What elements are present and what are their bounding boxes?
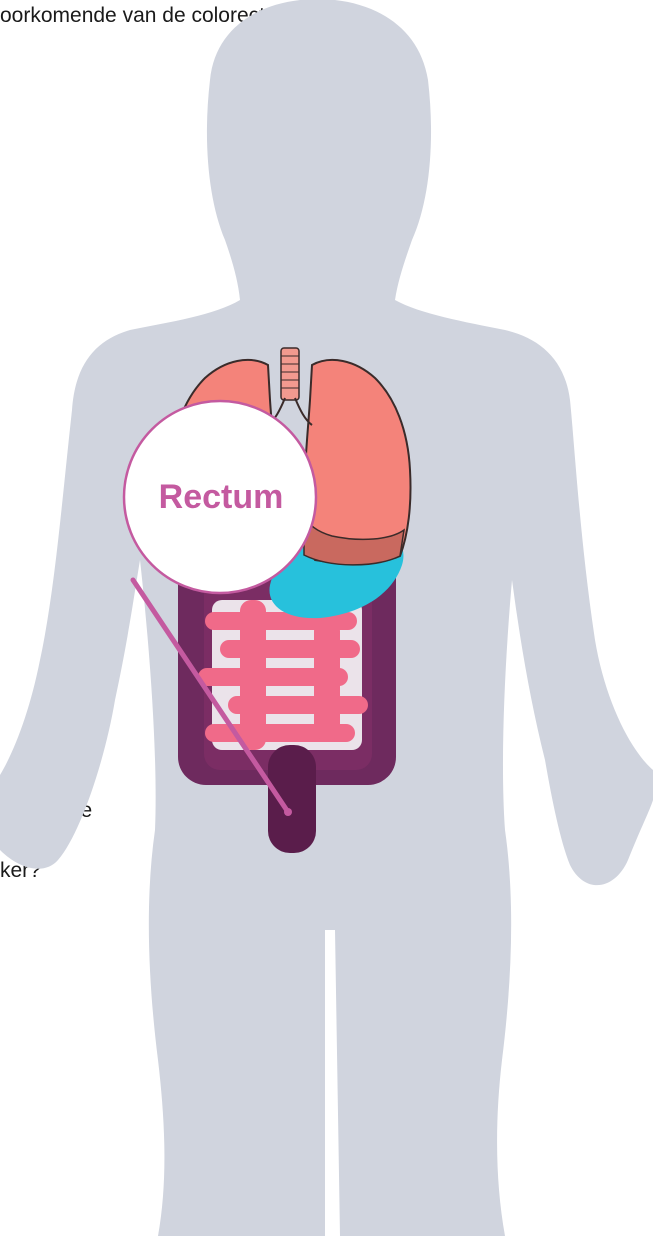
- callout-label: Rectum: [126, 478, 316, 517]
